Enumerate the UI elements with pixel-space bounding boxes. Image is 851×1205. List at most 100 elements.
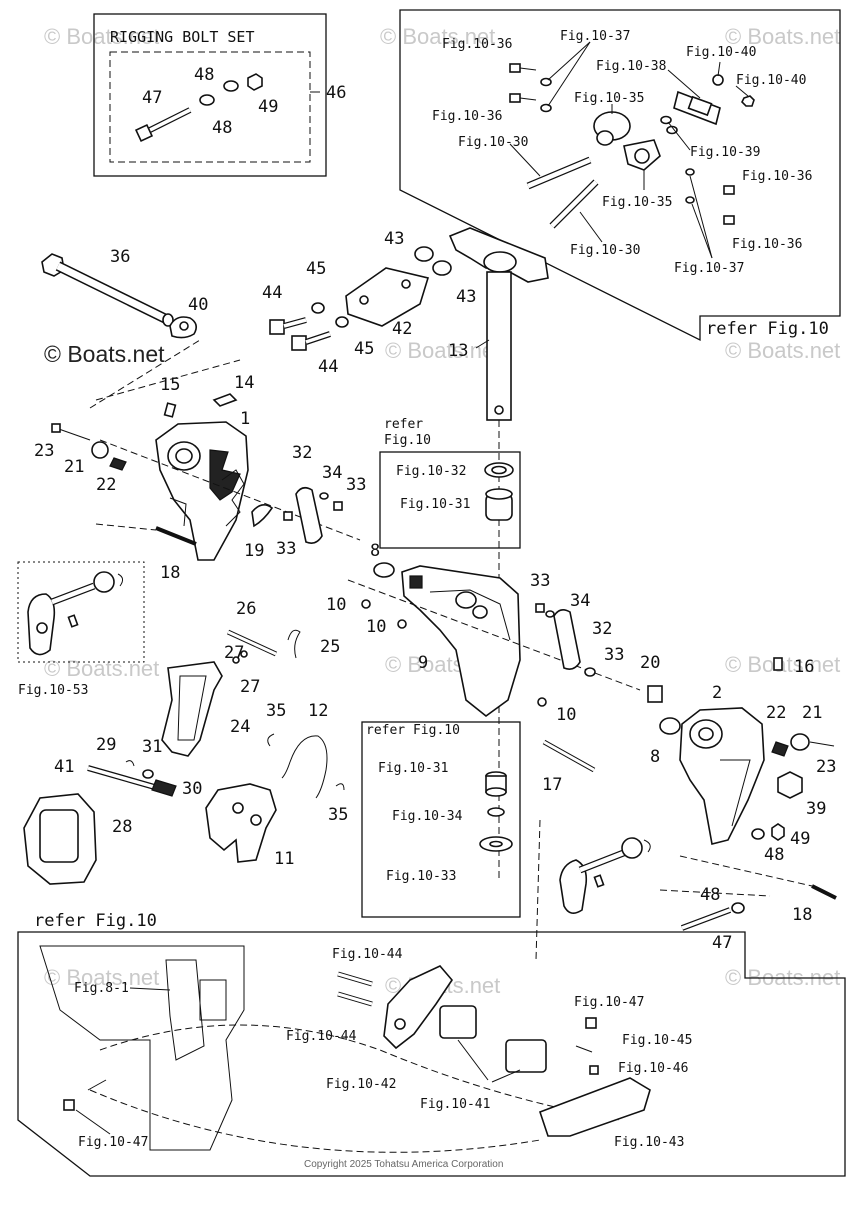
fig-ref-10-44: Fig.10-44 — [332, 947, 403, 962]
part-number-48: 48 — [764, 845, 784, 865]
watermark: © Boats.net — [385, 338, 500, 363]
part-number-34: 34 — [570, 591, 590, 611]
part-number-1: 1 — [240, 409, 250, 429]
part-number-42: 42 — [392, 319, 412, 339]
fig-ref-10-37: Fig.10-37 — [560, 29, 630, 44]
part-number-16: 16 — [794, 657, 814, 677]
part-number-32: 32 — [292, 443, 312, 463]
fig-ref-8-1: Fig.8-1 — [74, 981, 129, 996]
part-number-23: 23 — [816, 757, 836, 777]
part-number-28: 28 — [112, 817, 132, 837]
part-number-18: 18 — [792, 905, 812, 925]
refer-fig10-middle-frame — [361, 721, 521, 918]
rigging-bolt-set-title: RIGGING BOLT SET — [110, 28, 255, 46]
fig-ref-10-43: Fig.10-43 — [614, 1135, 684, 1150]
part-number-40: 40 — [188, 295, 208, 315]
clamp-bracket-left — [51, 359, 361, 561]
fig-ref-10-46: Fig.10-46 — [618, 1061, 688, 1076]
part-number-17: 17 — [542, 775, 562, 795]
lower-left-parts — [23, 629, 345, 885]
part-number-41: 41 — [54, 757, 74, 777]
watermark: © Boats.net — [725, 338, 840, 363]
part-number-29: 29 — [96, 735, 116, 755]
fig-ref-10-44: Fig.10-44 — [286, 1029, 357, 1044]
watermark: © Boats.net — [725, 24, 840, 49]
fig-ref-10-31: Fig.10-31 — [400, 497, 470, 512]
watermark: © Boats.net — [44, 656, 159, 681]
fig-ref-10-38: Fig.10-38 — [596, 59, 666, 74]
fig-ref-10-41: Fig.10-41 — [420, 1097, 490, 1112]
part-number-12: 12 — [308, 701, 328, 721]
fig-ref-10-40: Fig.10-40 — [736, 73, 806, 88]
swivel-bracket — [347, 462, 783, 718]
part-number-43: 43 — [456, 287, 476, 307]
refer-fig10-label: refer Fig.10 — [366, 723, 460, 738]
refer-fig10-bottom-frame — [17, 931, 846, 1177]
part-number-47: 47 — [712, 933, 732, 953]
part-number-31: 31 — [142, 737, 162, 757]
part-number-39: 39 — [806, 799, 826, 819]
fig-ref-10-34: Fig.10-34 — [392, 809, 463, 824]
part-number-33: 33 — [276, 539, 296, 559]
part-number-14: 14 — [234, 373, 254, 393]
refer-label: refer — [384, 417, 423, 432]
fig-ref-10-37: Fig.10-37 — [674, 261, 744, 276]
fig-ref-10-47: Fig.10-47 — [78, 1135, 148, 1150]
fig-ref-10-39: Fig.10-39 — [690, 145, 760, 160]
part-number-10: 10 — [556, 705, 576, 725]
part-number-35: 35 — [266, 701, 286, 721]
part-number-33: 33 — [346, 475, 366, 495]
fig-ref-10-47: Fig.10-47 — [574, 995, 644, 1010]
bottom-box-parts — [39, 945, 651, 1153]
watermark: © Boats.net — [44, 965, 159, 990]
part-number-21: 21 — [802, 703, 822, 723]
part-number-49: 49 — [258, 97, 278, 117]
fig-ref-10-42: Fig.10-42 — [326, 1077, 396, 1092]
part-number-8: 8 — [650, 747, 660, 767]
part-number-23: 23 — [34, 441, 54, 461]
rigging-bolt-set-parts — [134, 73, 320, 143]
fig-ref-10-45: Fig.10-45 — [622, 1033, 692, 1048]
refer-fig10-label: refer Fig.10 — [706, 319, 829, 339]
part-number-25: 25 — [320, 637, 340, 657]
part-number-2: 2 — [712, 683, 722, 703]
part-number-30: 30 — [182, 779, 202, 799]
fig-ref-10-53: Fig.10-53 — [18, 683, 88, 698]
part-number-9: 9 — [418, 653, 428, 673]
part-number-44: 44 — [318, 357, 338, 377]
part-number-22: 22 — [766, 703, 786, 723]
part-number-33: 33 — [604, 645, 624, 665]
part-number-15: 15 — [160, 375, 180, 395]
part-number-27: 27 — [224, 643, 244, 663]
part-number-22: 22 — [96, 475, 116, 495]
part-number-8: 8 — [370, 541, 380, 561]
refer-fig10-label: Fig.10 — [384, 433, 431, 448]
fig-ref-10-36: Fig.10-36 — [732, 237, 802, 252]
part-number-47: 47 — [142, 88, 162, 108]
steering-assembly — [269, 227, 549, 880]
part-number-46: 46 — [326, 83, 346, 103]
part-number-26: 26 — [236, 599, 256, 619]
part-number-11: 11 — [274, 849, 294, 869]
part-number-48: 48 — [194, 65, 214, 85]
part-number-18: 18 — [160, 563, 180, 583]
part-number-19: 19 — [244, 541, 264, 561]
part-number-10: 10 — [366, 617, 386, 637]
rigging-bolt-set-frame — [93, 13, 327, 177]
refer-fig10-small-frame — [379, 451, 521, 549]
part-number-48: 48 — [212, 118, 232, 138]
fig10-53-frame — [17, 561, 145, 663]
fig-ref-10-32: Fig.10-32 — [396, 464, 466, 479]
fig-ref-10-36: Fig.10-36 — [432, 109, 502, 124]
part-number-20: 20 — [640, 653, 660, 673]
fig-ref-10-33: Fig.10-33 — [386, 869, 456, 884]
fig-ref-10-35: Fig.10-35 — [574, 91, 644, 106]
bolt-36 — [41, 253, 201, 409]
part-number-45: 45 — [306, 259, 326, 279]
part-number-48: 48 — [700, 885, 720, 905]
part-number-35: 35 — [328, 805, 348, 825]
fig10-53-parts — [27, 571, 124, 656]
part-number-13: 13 — [448, 341, 468, 361]
part-number-45: 45 — [354, 339, 374, 359]
part-number-27: 27 — [240, 677, 260, 697]
